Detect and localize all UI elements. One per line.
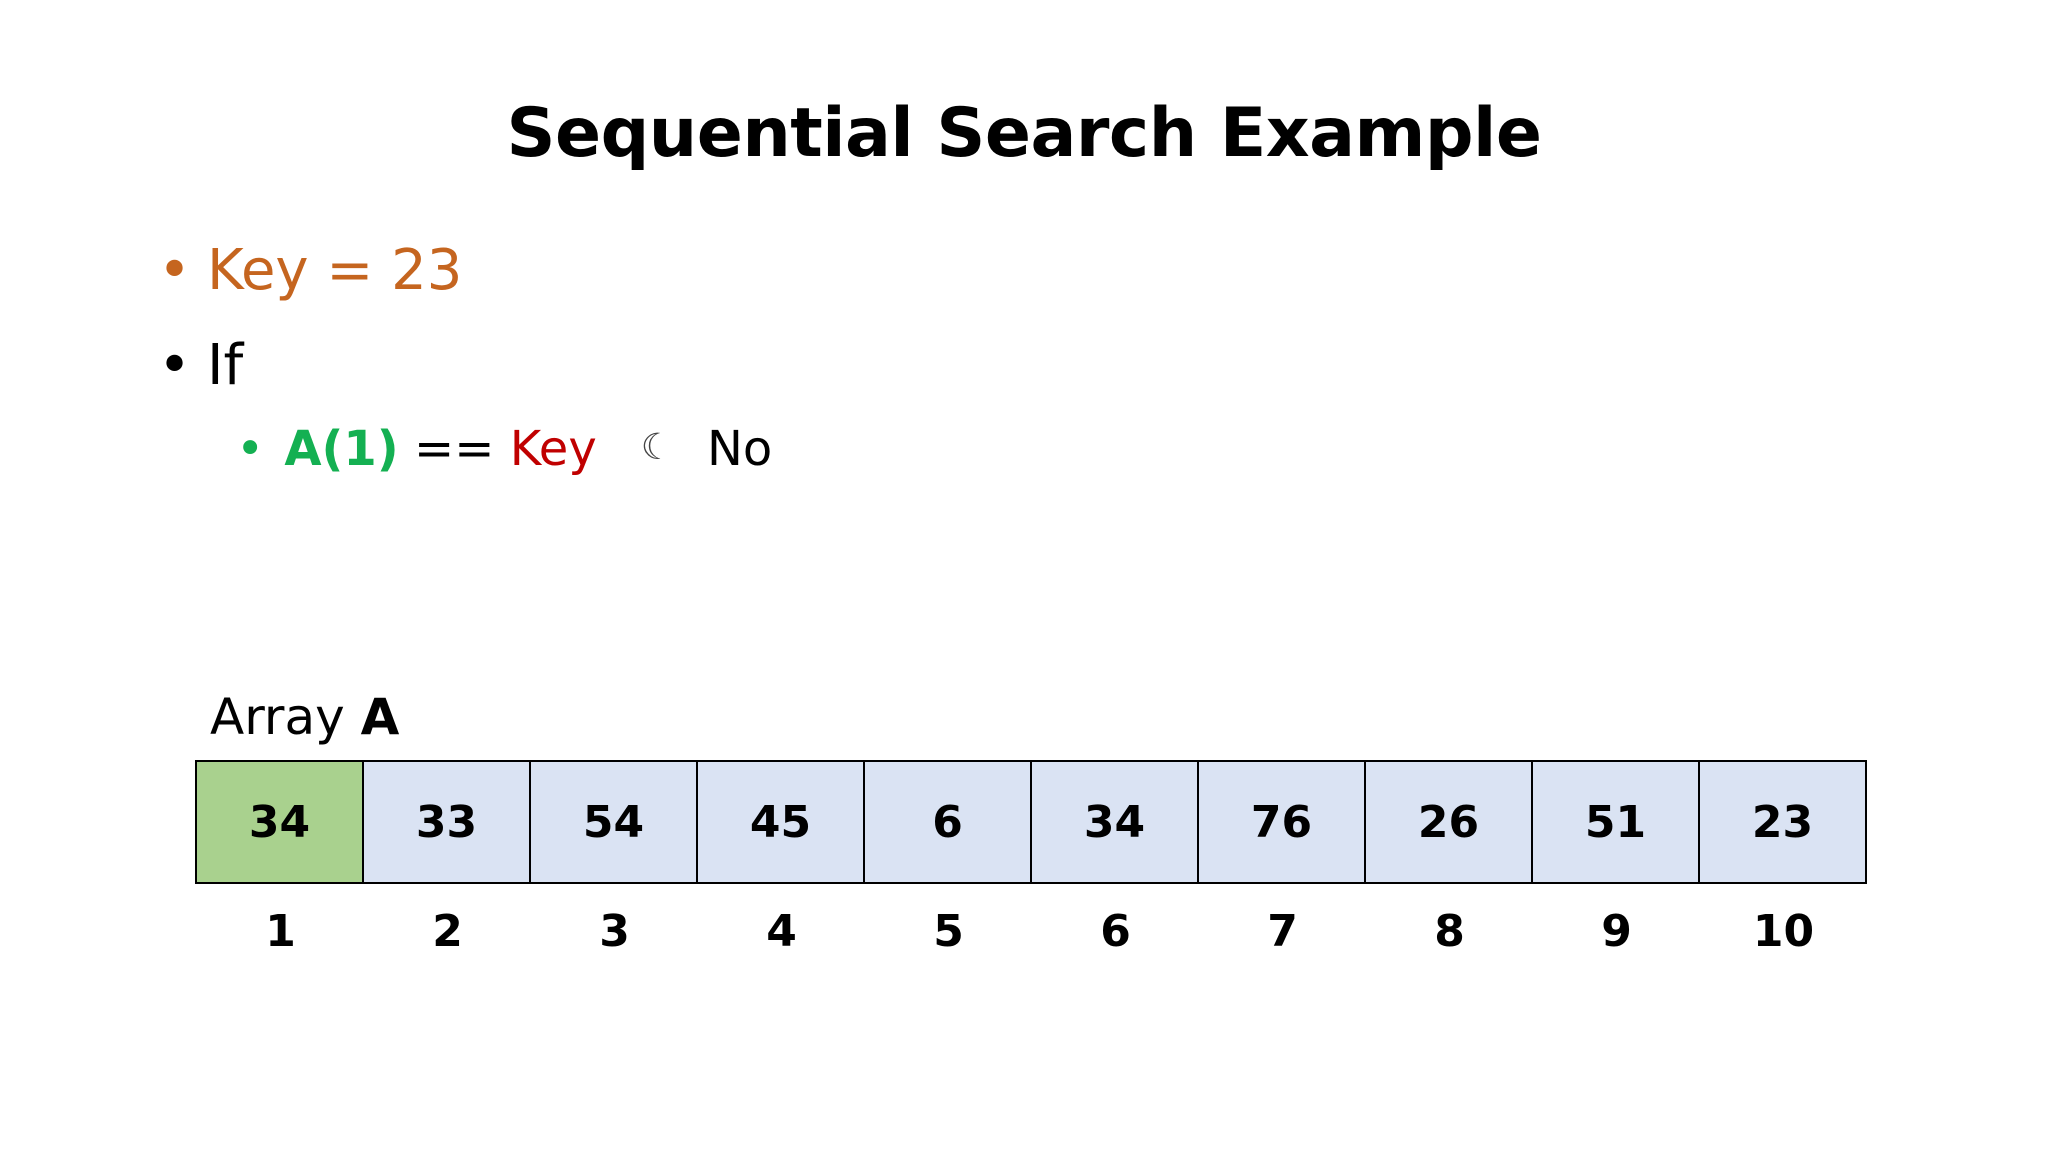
- array-cell: 76: [1199, 762, 1366, 882]
- bullet-if: •If: [158, 338, 243, 394]
- array-cell: 6: [865, 762, 1032, 882]
- bullet-marker: •: [158, 238, 192, 303]
- array-cell: 34: [197, 762, 364, 882]
- array-index-label: 7: [1267, 906, 1298, 957]
- array-name: A: [360, 688, 400, 746]
- array-index-label: 9: [1601, 906, 1632, 957]
- key-ref: Key: [509, 421, 597, 477]
- array-index-label: 4: [766, 906, 797, 957]
- bullet-condition: •A(1) == Key☾No: [236, 425, 772, 473]
- array-index-label: 6: [1100, 906, 1131, 957]
- bullet-key: •Key = 23: [158, 243, 462, 299]
- array-label: Array A: [210, 692, 399, 742]
- array-cell: 45: [698, 762, 865, 882]
- array-cell: 33: [364, 762, 531, 882]
- sub-bullet-marker: •: [236, 421, 265, 477]
- slide-title: Sequential Search Example: [506, 94, 1542, 173]
- array-cell: 51: [1533, 762, 1700, 882]
- key-value-text: Key = 23: [207, 238, 463, 303]
- array-index-label: 8: [1434, 906, 1465, 957]
- array-cell: 26: [1366, 762, 1533, 882]
- array-index-label: 5: [933, 906, 964, 957]
- array-label-prefix: Array: [210, 688, 345, 746]
- array-cell: 23: [1700, 762, 1867, 882]
- comparison-result: No: [707, 421, 773, 477]
- array-cell: 34: [1032, 762, 1199, 882]
- if-text: If: [207, 333, 244, 398]
- array-cell: 54: [531, 762, 698, 882]
- array-element-ref: A(1): [284, 421, 399, 477]
- crescent-moon-icon: ☾: [640, 427, 674, 468]
- equality-operator: ==: [414, 421, 495, 477]
- array-index-label: 1: [265, 906, 296, 957]
- array-index-label: 3: [599, 906, 630, 957]
- array-index-label: 2: [432, 906, 463, 957]
- array-index-label: 10: [1752, 906, 1815, 957]
- bullet-marker: •: [158, 333, 192, 398]
